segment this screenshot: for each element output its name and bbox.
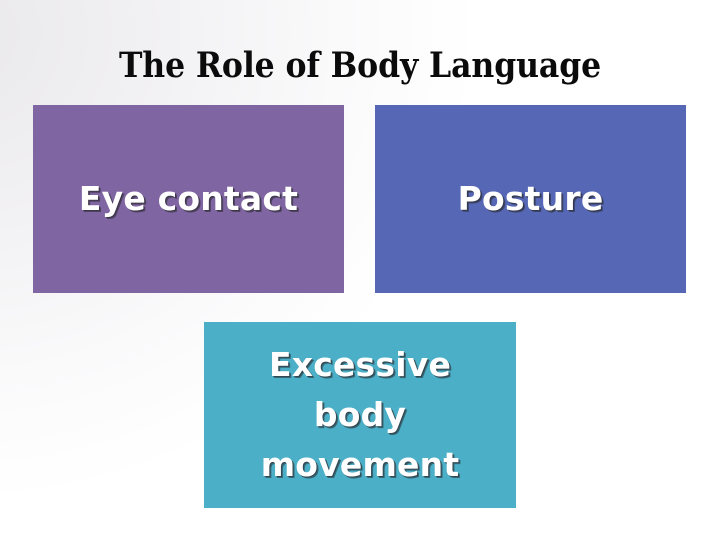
concept-box-excessive-body-movement[interactable]: Excessive body movement: [204, 322, 516, 508]
concept-box-label: Excessive body movement: [260, 345, 460, 484]
page-title: The Role of Body Language: [118, 45, 602, 86]
concept-box-eye-contact[interactable]: Eye contact: [33, 105, 344, 293]
concept-box-label: Eye contact: [78, 179, 299, 218]
concept-box-label: Posture: [457, 179, 604, 218]
concept-box-posture[interactable]: Posture: [375, 105, 686, 293]
